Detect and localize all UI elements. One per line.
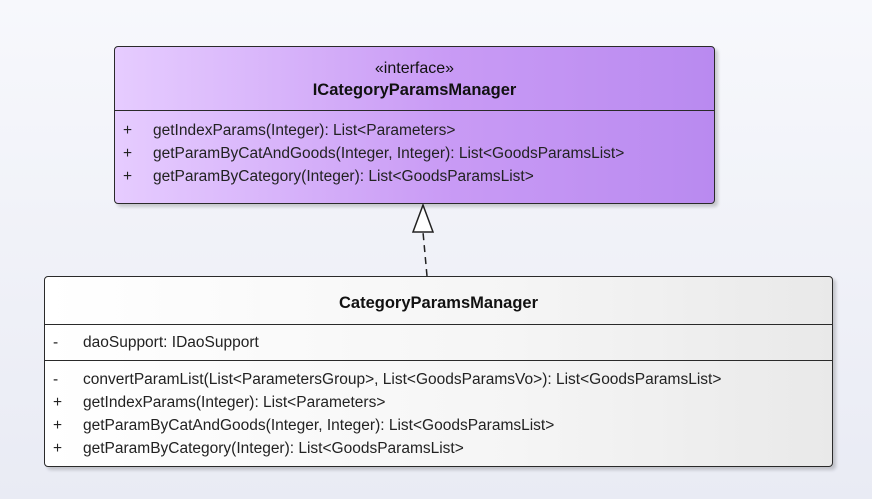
operation-signature: getParamByCategory(Integer): List<GoodsP…: [83, 440, 464, 457]
operation-row: + getParamByCatAndGoods(Integer, Integer…: [45, 414, 832, 437]
operation-row: + getParamByCatAndGoods(Integer, Integer…: [115, 142, 714, 165]
visibility-marker: +: [53, 394, 63, 411]
visibility-marker: +: [53, 417, 63, 434]
interface-name: ICategoryParamsManager: [312, 81, 517, 99]
visibility-marker: +: [123, 145, 133, 162]
operation-signature: convertParamList(List<ParametersGroup>, …: [83, 371, 722, 388]
class-name: CategoryParamsManager: [339, 294, 538, 312]
visibility-marker: +: [123, 168, 133, 185]
implementation-class-box[interactable]: CategoryParamsManager - daoSupport: IDao…: [44, 276, 833, 467]
operation-row: + getIndexParams(Integer): List<Paramete…: [115, 119, 714, 142]
operation-signature: getParamByCategory(Integer): List<GoodsP…: [153, 168, 534, 185]
class-attributes: - daoSupport: IDaoSupport: [45, 325, 832, 361]
visibility-marker: -: [53, 334, 59, 351]
interface-operations: + getIndexParams(Integer): List<Paramete…: [115, 111, 714, 188]
operation-signature: getParamByCatAndGoods(Integer, Integer):…: [153, 145, 625, 162]
operation-row: + getIndexParams(Integer): List<Paramete…: [45, 391, 832, 414]
operation-signature: getIndexParams(Integer): List<Parameters…: [153, 122, 456, 139]
interface-header: «interface» ICategoryParamsManager: [115, 47, 714, 111]
operation-row: + getParamByCategory(Integer): List<Good…: [45, 437, 832, 460]
class-header: CategoryParamsManager: [45, 277, 832, 325]
interface-stereotype: «interface»: [374, 60, 455, 77]
realization-arrowhead: [411, 202, 435, 233]
interface-class-box[interactable]: «interface» ICategoryParamsManager + get…: [114, 46, 715, 204]
operation-row: + getParamByCategory(Integer): List<Good…: [115, 165, 714, 188]
operation-row: - convertParamList(List<ParametersGroup>…: [45, 368, 832, 391]
attribute-row: - daoSupport: IDaoSupport: [45, 331, 832, 354]
realization-line: [422, 231, 428, 277]
operation-signature: getIndexParams(Integer): List<Parameters…: [83, 394, 386, 411]
visibility-marker: +: [123, 122, 133, 139]
operation-signature: getParamByCatAndGoods(Integer, Integer):…: [83, 417, 555, 434]
visibility-marker: -: [53, 371, 59, 388]
class-operations: - convertParamList(List<ParametersGroup>…: [45, 361, 832, 460]
attribute-signature: daoSupport: IDaoSupport: [83, 334, 259, 351]
visibility-marker: +: [53, 440, 63, 457]
